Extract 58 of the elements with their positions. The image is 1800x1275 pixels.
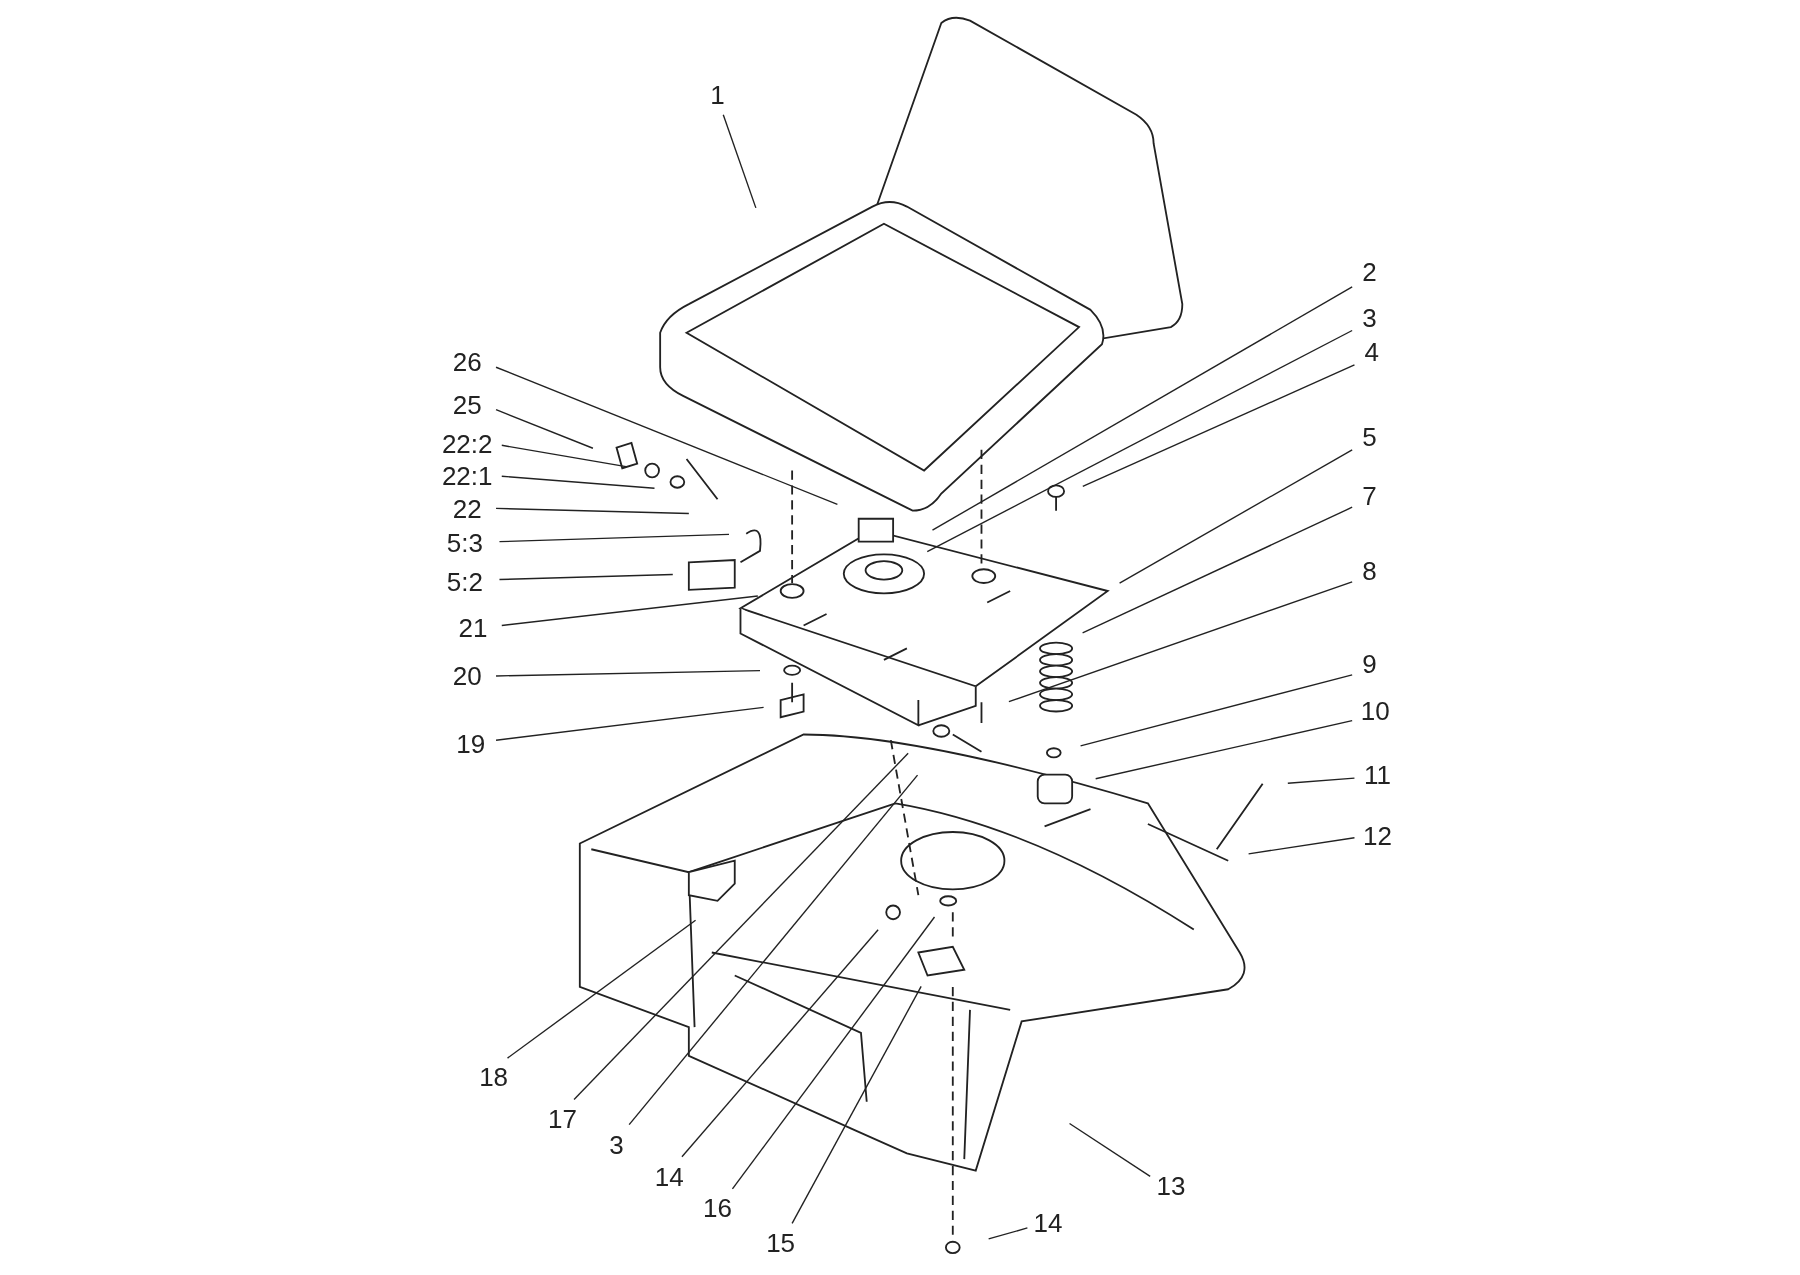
callout-number: 7 [1362,481,1377,510]
callout-number: 10 [1360,696,1390,725]
leader-line [1008,581,1353,703]
leader-line [495,409,594,449]
leader-line [722,114,757,209]
callout-number: 16 [703,1193,732,1222]
leader-line [926,329,1353,553]
callout-number: 11 [1364,760,1392,789]
callout-number: 12 [1363,821,1392,850]
callout-number: 14 [654,1162,684,1191]
leader-line [628,774,919,1126]
callout-number: 22:1 [441,462,493,491]
leader-line [1095,720,1353,780]
callout-number: 5 [1362,423,1377,452]
leader-line [1079,674,1353,747]
callout-number: 9 [1362,649,1377,678]
callout-number: 8 [1362,556,1377,585]
callout-number: 13 [1156,1171,1186,1200]
leader-line [681,929,879,1158]
leader-line [1247,837,1356,855]
leader-line [1081,506,1353,634]
callout-number: 25 [452,391,482,420]
leader-line [731,916,936,1190]
callout-number: 22 [452,494,482,523]
leader-line [931,286,1353,531]
leader-line [791,985,922,1225]
callout-number: 3 [1362,304,1377,332]
callout-number: 2 [1362,258,1377,287]
callout-number: 26 [452,347,482,376]
leader-line [1068,1122,1151,1177]
callout-number: 18 [479,1062,509,1091]
leader-line [1118,449,1353,584]
callout-number: 22:2 [441,430,493,459]
callout-number: 20 [452,662,482,691]
leader-line [1287,777,1356,784]
callout-number: 17 [548,1105,577,1134]
leader-line [987,1227,1029,1240]
leader-line [495,706,765,741]
leader-line [501,475,656,489]
leader-line [498,573,674,581]
callout-number: 1 [710,81,725,110]
callout-number: 19 [456,729,486,758]
callout-number: 15 [766,1229,796,1258]
callout-number: 5:3 [446,529,483,557]
callout-number: 21 [458,613,488,642]
leader-line [506,919,697,1059]
callout-number: 14 [1033,1208,1063,1237]
leader-line [495,669,761,677]
leader-line [495,366,839,506]
callout-number: 4 [1364,338,1380,367]
leader-line [1082,364,1356,488]
leader-line [573,752,909,1101]
leader-line [501,444,627,468]
callout-number: 3 [609,1130,624,1159]
leader-line [498,533,730,543]
callout-number: 5:2 [446,568,483,596]
leader-line [501,595,759,627]
leader-line [495,507,690,515]
